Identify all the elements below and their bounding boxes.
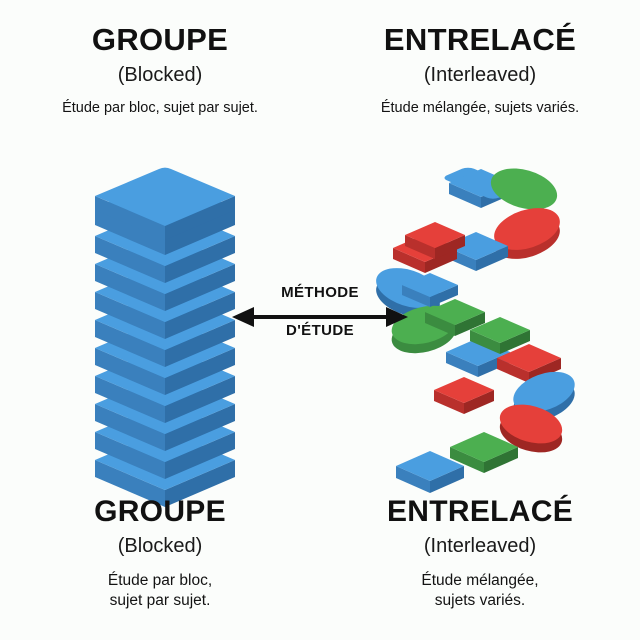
right-title-bottom: ENTRELACÉ: [386, 495, 574, 528]
left-caption-bottom-line2: sujet par sujet.: [109, 592, 211, 610]
left-column-header-bottom: GROUPE (Blocked) Étude par bloc, sujet p…: [0, 496, 320, 612]
left-caption-bottom-line1: Étude par bloc,: [107, 571, 213, 589]
left-subtitle-bottom: (Blocked): [117, 534, 203, 557]
left-caption-top: Étude par bloc, sujet par sujet.: [62, 99, 258, 116]
left-title-top: GROUPE: [91, 22, 229, 57]
right-subtitle-bottom: (Interleaved): [423, 534, 537, 557]
left-caption-bottom: Étude par bloc, sujet par sujet.: [0, 571, 320, 613]
right-caption-bottom: Étude mélangée, sujets variés.: [320, 571, 640, 613]
right-caption-bottom-line1: Étude mélangée,: [421, 571, 539, 589]
arrow-label-line2: D'ÉTUDE: [285, 322, 355, 339]
right-caption-bottom-line2: sujets variés.: [434, 592, 526, 610]
arrow-label-line1: MÉTHODE: [281, 284, 359, 301]
right-title-top: ENTRELACÉ: [383, 22, 577, 57]
blocked-stack-graphic: [95, 167, 235, 507]
right-caption-top: Étude mélangée, sujets variés.: [380, 99, 580, 116]
left-title-bottom: GROUPE: [94, 495, 226, 528]
left-column-header-top: GROUPE (Blocked) Étude par bloc, sujet p…: [0, 22, 320, 118]
method-arrow: MÉTHODE D'ÉTUDE: [228, 284, 412, 348]
right-column-header-bottom: ENTRELACÉ (Interleaved) Étude mélangée, …: [320, 496, 640, 612]
left-subtitle-top: (Blocked): [117, 63, 203, 86]
right-subtitle-top: (Interleaved): [423, 63, 537, 86]
right-column-header-top: ENTRELACÉ (Interleaved) Étude mélangée, …: [320, 22, 640, 118]
